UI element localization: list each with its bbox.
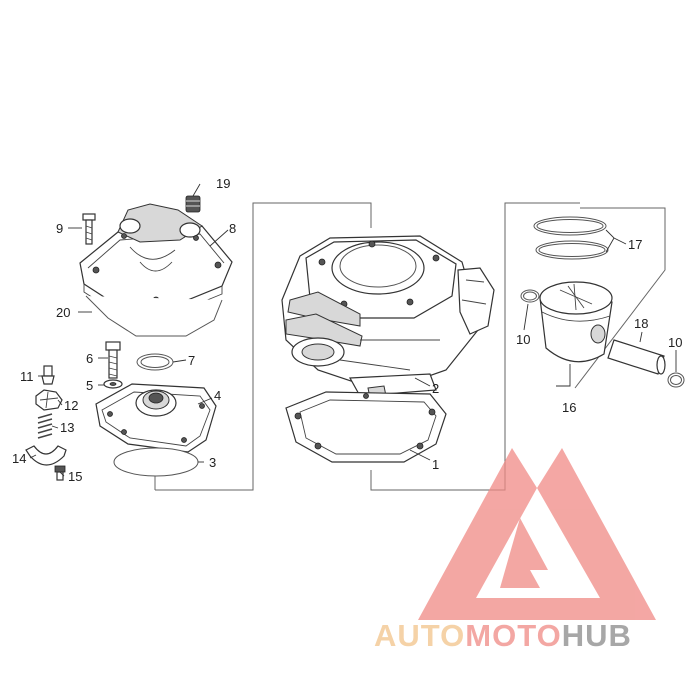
callout-10-left: 10: [516, 332, 530, 347]
o-ring: [136, 353, 174, 371]
valve-cap: [35, 389, 63, 411]
spring: [37, 413, 53, 439]
callout-8: 8: [229, 221, 236, 236]
cylinder-head: [79, 203, 233, 317]
circlip-right: [667, 372, 685, 388]
callout-18: 18: [634, 316, 648, 331]
callout-2: 2: [432, 381, 439, 396]
watermark-triangle-icon: [418, 448, 656, 620]
piston: [539, 281, 613, 363]
callout-15: 15: [68, 469, 82, 484]
watermark-moto: MOTO: [465, 618, 561, 653]
callout-13: 13: [60, 420, 74, 435]
callout-19: 19: [216, 176, 230, 191]
watermark-text: AUTOMOTOHUB: [374, 618, 632, 653]
piston-rings: [533, 216, 609, 260]
head-o-ring: [85, 295, 223, 337]
cylinder: [281, 235, 495, 399]
callout-5: 5: [86, 378, 93, 393]
callout-7: 7: [188, 353, 195, 368]
callout-16: 16: [562, 400, 576, 415]
callout-3: 3: [209, 455, 216, 470]
cover-gasket: [113, 447, 199, 477]
callout-12: 12: [64, 398, 78, 413]
valve-cover: [95, 383, 217, 453]
callout-4: 4: [214, 388, 221, 403]
callout-20: 20: [56, 305, 70, 320]
bleed-screw: [41, 365, 55, 385]
washer: [103, 379, 123, 389]
watermark-auto: AUTO: [374, 618, 465, 653]
circlip-left: [520, 289, 540, 303]
leader-lines: [29, 183, 677, 477]
temperature-sensor: [185, 195, 201, 213]
callout-17: 17: [628, 237, 642, 252]
callout-9: 9: [56, 221, 63, 236]
callout-11: 11: [20, 369, 34, 384]
watermark-logo: AUTOMOTOHUB: [374, 448, 656, 653]
piston-pin: [607, 339, 666, 375]
watermark-hub: HUB: [562, 618, 632, 653]
callout-1: 1: [432, 457, 439, 472]
clamp: [25, 445, 67, 466]
cover-bolt: [105, 341, 121, 379]
watermark-inner-icon: [500, 518, 548, 588]
callout-6: 6: [86, 351, 93, 366]
callout-labels: 1 2 3 4 5 6 7 8 9 10 10 11 12 13 14 15 1…: [12, 176, 682, 484]
head-bolt: [82, 213, 96, 245]
base-gasket: [285, 391, 447, 463]
callout-10-right: 10: [668, 335, 682, 350]
clamp-screw: [54, 465, 66, 481]
callout-14: 14: [12, 451, 26, 466]
